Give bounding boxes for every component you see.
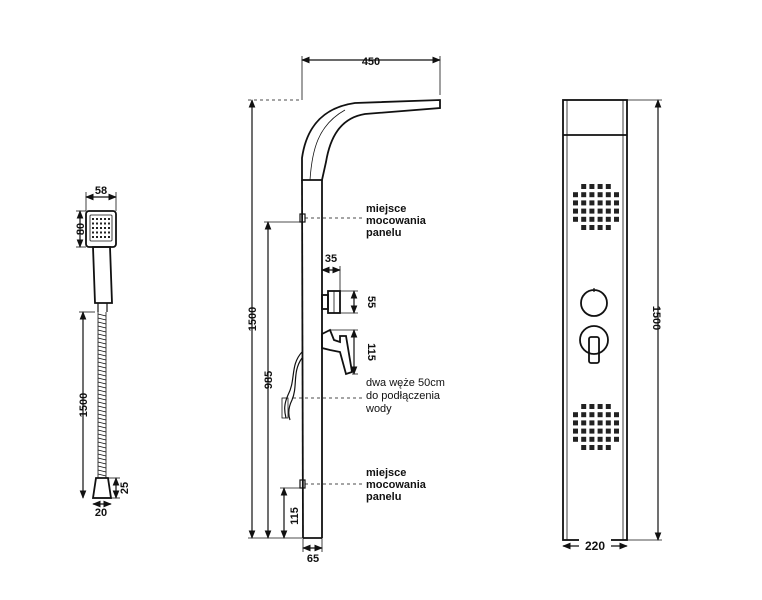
- handshower-nozzles: [92, 218, 110, 238]
- front-view-drawing: 1500 220: [562, 99, 662, 553]
- side-lever: [321, 328, 354, 376]
- front-thermostat-knob: [580, 289, 608, 317]
- mount-note-top-line3: panelu: [366, 227, 401, 239]
- handshower-hose: [97, 312, 107, 478]
- front-mixer-lever: [579, 325, 609, 355]
- hose-note-line2: do podłączenia: [366, 390, 441, 402]
- side-view-drawing: 450 1500 985 115 65 35 55 115: [247, 56, 445, 565]
- side-bottom-label: 115: [289, 507, 301, 525]
- side-mount-height-label: 985: [263, 371, 275, 389]
- handshower-drawing: 58 80 1500 25 20: [75, 185, 131, 519]
- mount-note-top-line1: miejsce: [366, 203, 406, 215]
- handshower-hose-label: 1500: [78, 393, 90, 417]
- handshower-width-label: 58: [95, 185, 107, 197]
- front-jets-bottom: [573, 404, 619, 450]
- side-height-label: 1500: [247, 307, 259, 331]
- front-jets-top: [573, 184, 619, 230]
- side-knob-height-label: 55: [365, 296, 377, 308]
- hose-note-line1: dwa węże 50cm: [366, 377, 445, 389]
- mount-note-bottom-line1: miejsce: [366, 467, 406, 479]
- mount-note-bottom-line3: panelu: [366, 491, 401, 503]
- side-depth-label: 65: [307, 553, 319, 565]
- mount-note-bottom-line2: mocowania: [366, 479, 427, 491]
- front-width-label: 220: [585, 539, 605, 553]
- side-top-width-label: 450: [362, 56, 380, 68]
- handshower-head-label: 80: [75, 223, 87, 235]
- side-hoses: [281, 351, 303, 421]
- side-knob: [321, 290, 341, 314]
- handshower-base-width-label: 20: [95, 507, 107, 519]
- hose-note-line3: wody: [365, 403, 392, 415]
- side-lever-height-label: 115: [365, 343, 377, 361]
- mount-note-top-line2: mocowania: [366, 215, 427, 227]
- handshower-base-height-label: 25: [119, 482, 131, 494]
- front-height-label: 1500: [650, 306, 662, 330]
- side-knob-depth-label: 35: [325, 253, 337, 265]
